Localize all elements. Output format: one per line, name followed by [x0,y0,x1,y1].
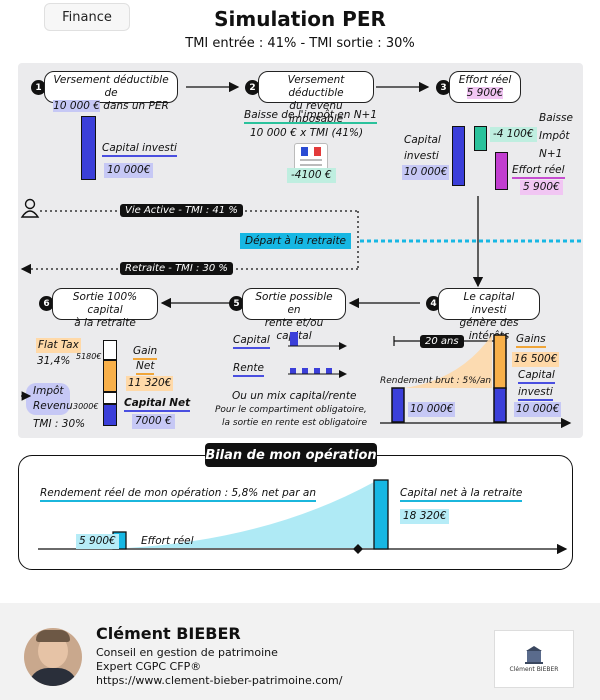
step-4-box: Le capital investi génère des intérêts [438,288,540,342]
step-5-number: 5 [229,296,244,311]
step3-baisse-3: N+1 [539,148,563,160]
author-name: Clément BIEBER [96,624,241,643]
gain-net-bar [103,360,117,392]
mandatory-note-1: Pour le compartiment obligatoire, [215,405,367,415]
step3-capital-label-1: Capital [404,134,441,146]
impot-label-1: Impôt [33,385,64,397]
gain-label-2: Net [136,360,155,375]
brand-logo-text: Clément BIEBER [509,665,559,673]
avatar [24,628,82,686]
impot-bar [103,392,117,404]
bilan-title: Bilan de mon opération [205,443,377,467]
gains-label: Gains [516,333,546,348]
step-2-number: 2 [245,80,260,95]
brand-logo: Clément BIEBER [494,630,574,688]
step-1-box: Versement déductible de 10 000 € dans un… [44,71,178,112]
tax-reduction-label: Baisse de l'impôt en N+1 [244,109,378,124]
vie-active-tag: Vie Active - TMI : 41 % [120,204,243,217]
bilan-effort-value: 5 900€ [76,534,119,549]
step3-baisse-1: Baisse [539,112,573,124]
step-5-box: Sortie possible en rente et/ou capital [242,288,346,342]
step4-growth-chart [380,334,572,429]
capital-investi-value: 10 000€ [104,163,154,178]
flat-tax-rate: 31,4% [37,355,71,367]
option-rente-label: Rente [233,362,264,377]
step-6-box: Sortie 100% capital à la retraite [52,288,158,329]
step3-capital-value: 10 000€ [402,165,450,180]
step4-capital-label-2: investi [518,386,553,401]
category-tag: Finance [44,3,130,31]
step-1-text: Versement déductible de [53,74,169,99]
step3-reduction-value: -4 100€ [490,127,537,142]
step-5-text-1: Sortie possible en [255,291,333,316]
tax-formula: 10 000 € x TMI (41%) [250,127,364,139]
mandatory-note-2: la sortie en rente est obligatoire [222,418,368,428]
gain-label-1: Gain [133,345,158,360]
capital-investi-bar [81,116,96,180]
duration-tag: 20 ans [420,335,464,348]
author-cert: Expert CGPC CFP® [96,660,202,673]
step3-capital-label-2: investi [404,150,439,162]
step4-capital-label-1: Capital [518,369,555,384]
step-1-amount: 10 000 € [53,100,100,112]
impot-badge [26,383,70,415]
retirement-start-tag: Départ à la retraite [240,233,352,249]
step3-effort-bar [495,152,508,190]
step-2-box: Versement déductible du revenu imposable [258,71,374,125]
option-capital-label: Capital [233,334,270,349]
bilan-effort-label: Effort réel [141,535,194,547]
capital-net-bar [103,404,117,426]
step-1-number: 1 [31,80,46,95]
step3-capital-bar [452,126,465,186]
step-3-text: Effort réel [458,74,512,86]
step-2-text-1: Versement déductible [287,74,345,99]
tax-reduction-value: -4100 € [287,168,336,183]
capital-investi-label: Capital investi [102,142,177,157]
person-icon [22,199,42,219]
step4-capital-value: 10 000€ [514,402,562,417]
step-3-box: Effort réel 5 900€ [449,71,521,103]
author-url[interactable]: https://www.clement-bieber-patrimoine.co… [96,674,343,687]
author-role: Conseil en gestion de patrimoine [96,646,278,659]
gains-value: 16 500€ [512,352,560,367]
impot-label-2: Revenu [33,400,73,412]
step3-effort-label: Effort réel [512,164,565,179]
step-3-number: 3 [436,80,451,95]
step-6-text-1: Sortie 100% capital [72,291,138,316]
bilan-rendement: Rendement réel de mon opération : 5,8% n… [40,487,316,502]
step3-baisse-2: Impôt [539,130,570,142]
flow-arrows [20,81,583,309]
flat-tax-bar [103,340,117,360]
step-6-number: 6 [39,296,54,311]
flat-tax-amount: 5180€ [76,352,102,361]
capital-net-value: 7000 € [132,414,175,429]
capital-net-label: Capital Net [124,397,191,412]
step-3-amount: 5 900€ [466,87,504,99]
bilan-capital-value: 18 320€ [400,509,450,524]
impot-pointer [21,391,32,401]
building-icon [525,645,543,664]
gain-value: 11 320€ [126,376,174,391]
mix-note: Ou un mix capital/rente [232,390,357,402]
bilan-chart [38,479,568,555]
flat-tax-label: Flat Tax [36,338,81,353]
impot-amount: 3000€ [73,402,99,411]
bilan-capital-label: Capital net à la retraite [400,487,523,502]
step-6-text-2: à la retraite [74,317,136,329]
step3-reduction-bar [474,126,487,151]
yield-label: Rendement brut : 5%/an [380,376,492,386]
tmi-label: TMI : 30% [33,418,86,430]
step4-start-value: 10 000€ [408,402,456,417]
step-1-text-2: dans un PER [99,100,169,112]
retraite-tag: Retraite - TMI : 30 % [120,262,233,275]
page-title: Simulation PER [214,7,386,31]
step-4-text-1: Le capital investi [463,291,515,316]
page-subtitle: TMI entrée : 41% - TMI sortie : 30% [185,36,415,51]
step-4-number: 4 [426,296,441,311]
step3-effort-value: 5 900€ [520,180,563,195]
option-charts [288,332,347,378]
